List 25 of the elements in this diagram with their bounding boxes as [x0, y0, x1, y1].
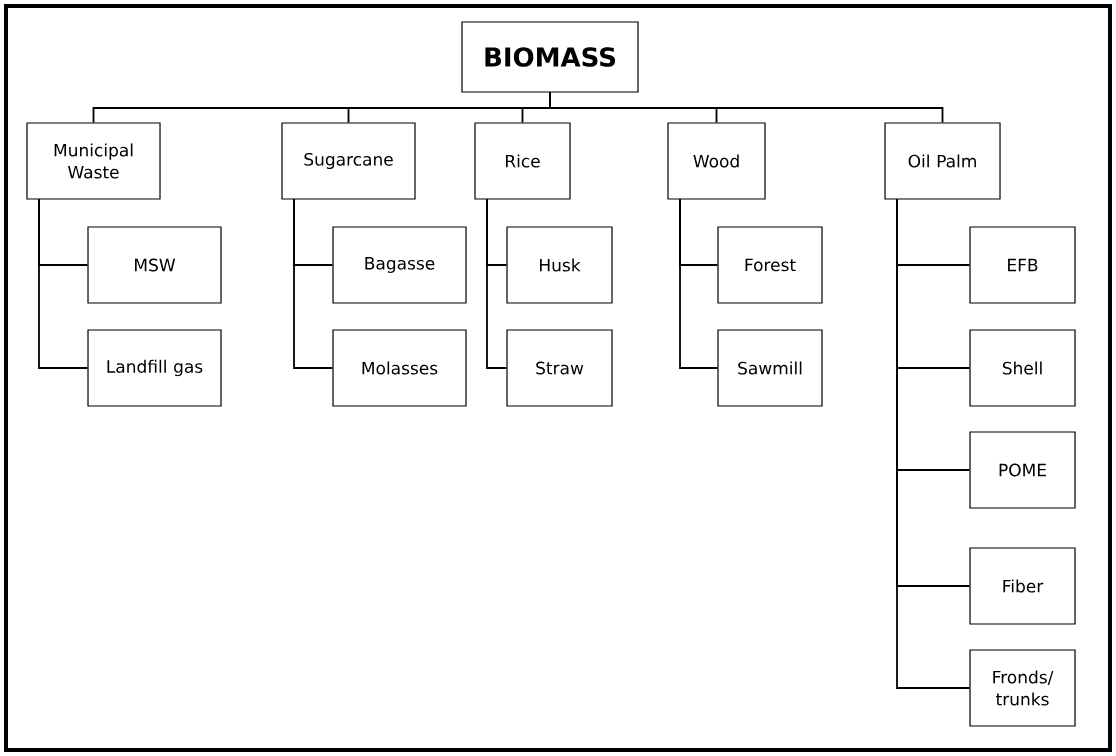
- category-box: EFB: [969, 226, 1076, 304]
- connector: [679, 198, 719, 369]
- category-box: Bagasse: [332, 226, 467, 304]
- connector: [486, 198, 508, 369]
- category-box: POME: [969, 431, 1076, 509]
- connector: [38, 198, 89, 369]
- category-box: Straw: [506, 329, 613, 407]
- category-box: Sugarcane: [281, 122, 416, 200]
- connector: [896, 198, 971, 689]
- category-box: Fronds/ trunks: [969, 649, 1076, 727]
- category-box: Rice: [474, 122, 571, 200]
- category-box: Shell: [969, 329, 1076, 407]
- category-box: Sawmill: [717, 329, 823, 407]
- category-box: Husk: [506, 226, 613, 304]
- category-box: Landfill gas: [87, 329, 222, 407]
- category-box: Wood: [667, 122, 766, 200]
- category-box: Fiber: [969, 547, 1076, 625]
- connector: [549, 91, 944, 124]
- category-box: Molasses: [332, 329, 467, 407]
- category-box: Oil Palm: [884, 122, 1001, 200]
- category-box: Forest: [717, 226, 823, 304]
- connector: [293, 198, 334, 369]
- category-box: Municipal Waste: [26, 122, 161, 200]
- category-box: MSW: [87, 226, 222, 304]
- title-box: BIOMASS: [461, 21, 639, 93]
